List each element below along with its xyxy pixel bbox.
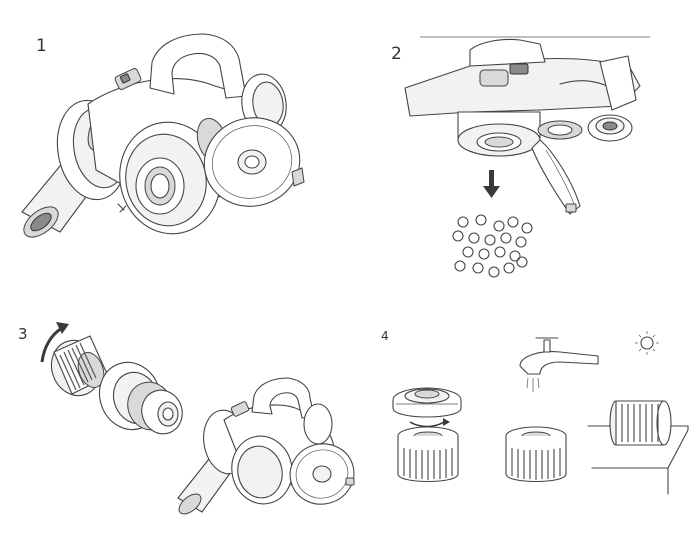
- filter-washing-drying-illustration: [392, 331, 689, 495]
- rotate-arrow-icon: [40, 322, 69, 363]
- step-number-1: 1: [36, 36, 47, 56]
- filter-cartridge-1: [397, 426, 459, 482]
- filter-removal-illustration: [40, 322, 355, 515]
- filter-cartridge-drying: [609, 400, 672, 446]
- down-arrow-icon: [483, 170, 500, 198]
- sun-icon: [635, 331, 659, 355]
- rotate-arrow-icon: [409, 418, 450, 428]
- dust-particles: [452, 214, 533, 278]
- dust-bin-emptying-illustration: [404, 36, 650, 278]
- handheld-vacuum-illustration: [21, 33, 305, 238]
- filter-cartridge-2: [505, 426, 567, 482]
- step-number-2: 2: [391, 44, 402, 64]
- tap-icon: [519, 337, 599, 392]
- filter-pleats: [59, 342, 97, 391]
- filter-cap: [392, 387, 462, 418]
- step-number-4: 4: [381, 329, 389, 343]
- step-number-3: 3: [18, 325, 28, 343]
